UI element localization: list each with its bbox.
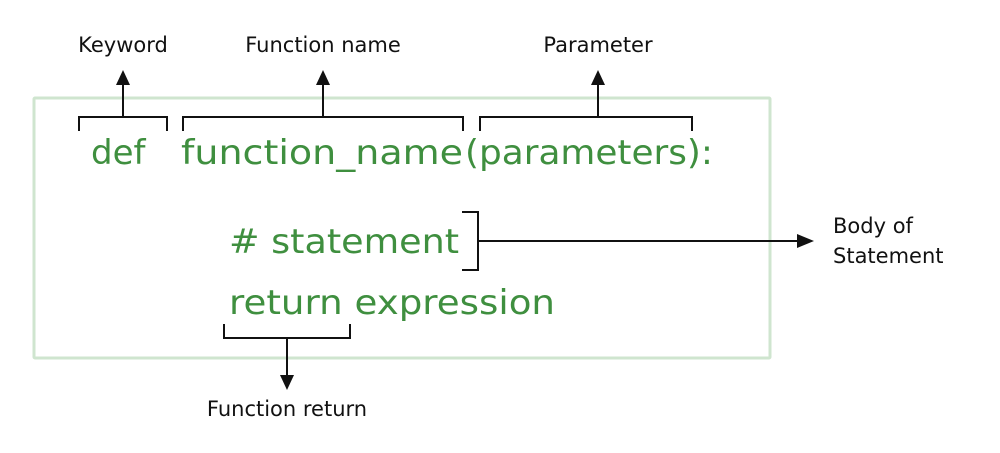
up-arrow-icon (591, 70, 605, 85)
function-return-bracket (223, 324, 351, 390)
code-parameters: (parameters): (465, 133, 713, 173)
body-of-statement-label-line2: Statement (833, 244, 944, 268)
parameter-label: Parameter (543, 33, 653, 57)
keyword-label: Keyword (78, 33, 168, 57)
body-bracket (462, 211, 814, 271)
code-box (32, 96, 772, 360)
keyword-bracket (78, 70, 168, 131)
body-of-statement-label-line1: Body of (833, 214, 914, 238)
code-return-expression: return expression (229, 283, 555, 323)
down-arrow-icon (280, 375, 294, 390)
code-keyword-def: def (91, 133, 147, 173)
parameter-bracket (479, 70, 693, 131)
function-name-label: Function name (245, 33, 401, 57)
up-arrow-icon (316, 70, 330, 85)
up-arrow-icon (116, 70, 130, 85)
function-return-label: Function return (207, 397, 367, 421)
code-statement: # statement (229, 222, 459, 262)
code-function-name: function_name (181, 133, 463, 173)
function-name-bracket (182, 70, 464, 131)
right-arrow-icon (797, 234, 814, 248)
